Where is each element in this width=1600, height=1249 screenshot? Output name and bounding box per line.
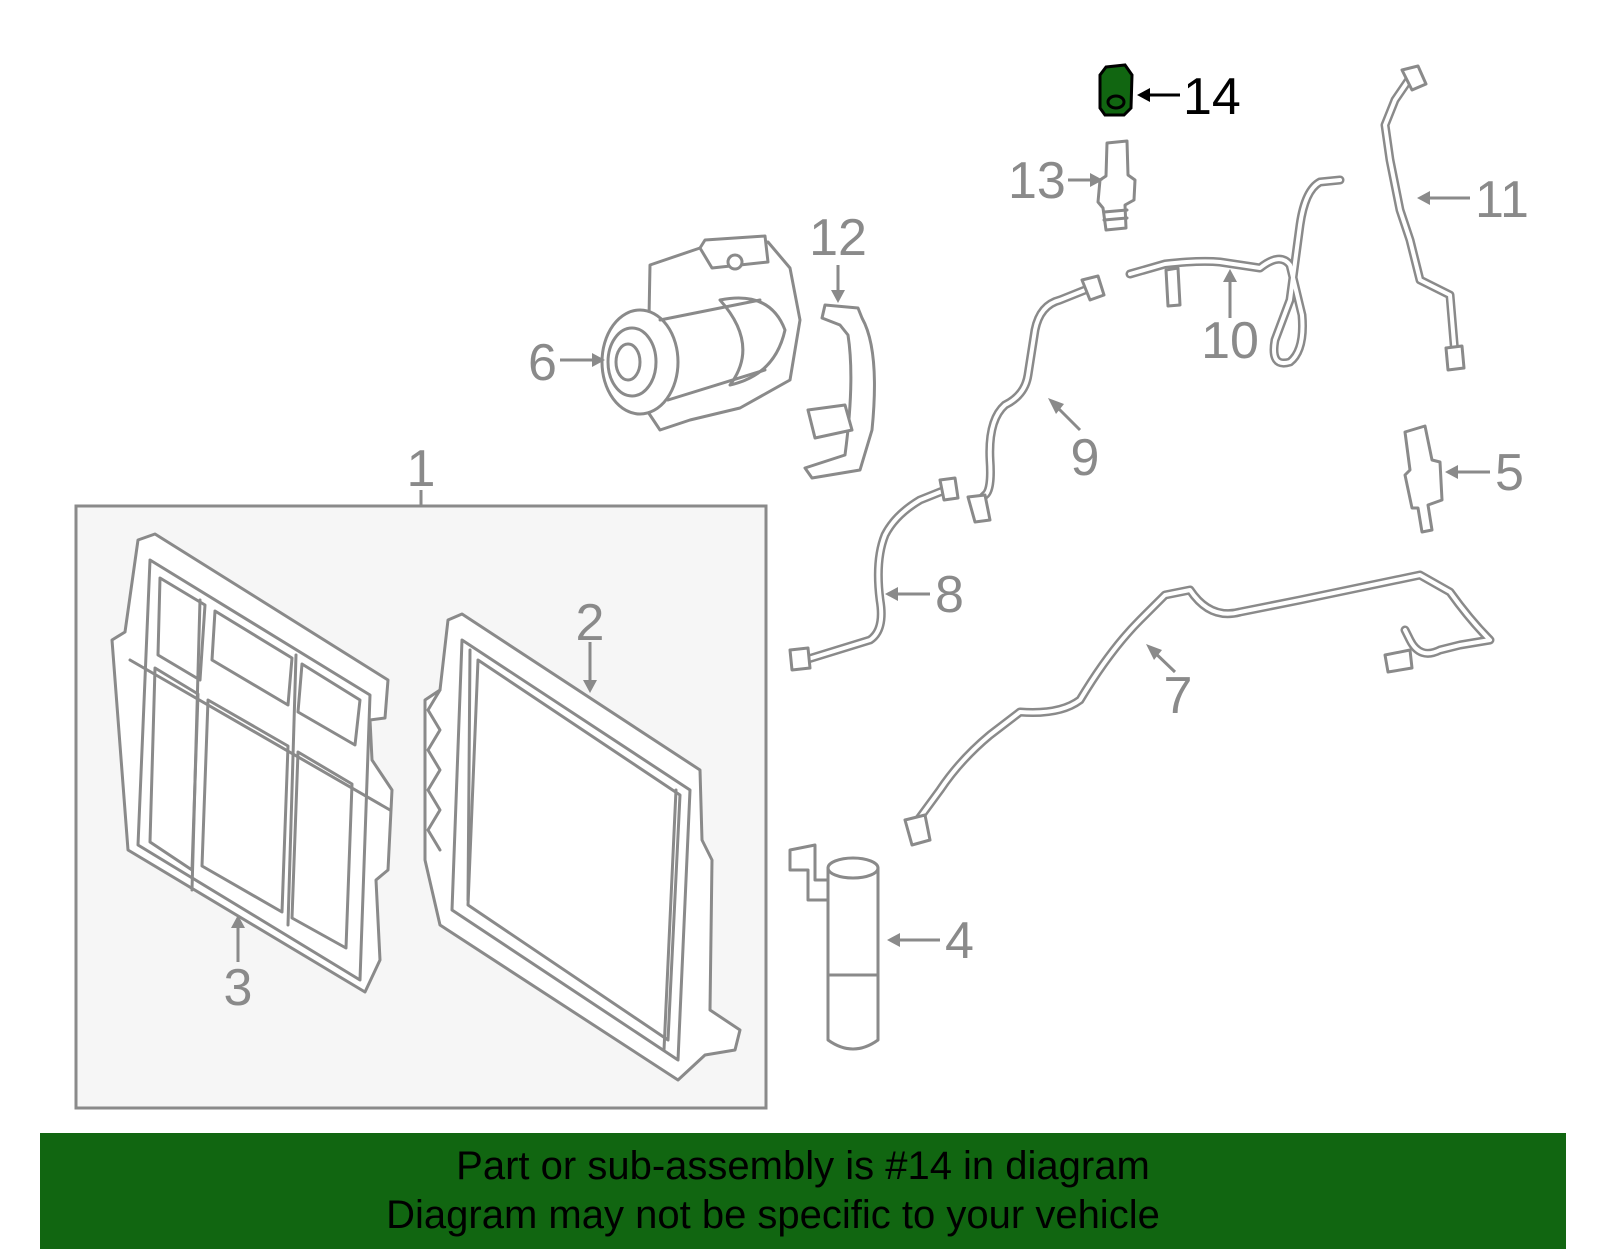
callout-14: 14 [1183,68,1241,126]
part-8-hose[interactable] [788,476,960,672]
part-7-line[interactable] [903,570,1495,847]
callout-1: 1 [407,440,436,498]
banner-line-disclaimer: Diagram may not be specific to your vehi… [386,1193,1160,1237]
callout-10: 10 [1201,312,1259,370]
part-6-compressor[interactable] [600,234,802,432]
banner-line-part-number: Part or sub-assembly is #14 in diagram [456,1144,1150,1188]
callout-5: 5 [1495,444,1524,502]
part-3-shroud[interactable] [110,532,394,994]
callout-12: 12 [809,209,867,267]
part-13-switch[interactable] [1096,139,1137,232]
callout-labels: 1 2 3 4 5 6 7 8 9 10 11 12 13 14 [224,68,1529,1017]
callout-3: 3 [224,959,253,1017]
part-11-line[interactable] [1380,64,1466,372]
part-14-cap[interactable] [1098,63,1134,117]
part-9-hose[interactable] [966,274,1106,524]
part-4-receiver-drier[interactable] [788,843,880,1051]
part-12-bracket[interactable] [803,303,876,480]
part-10-line[interactable] [1125,175,1345,368]
callout-4: 4 [945,912,974,970]
part-2-condenser[interactable] [423,612,742,1082]
info-banner: Part or sub-assembly is #14 in diagram D… [40,1133,1566,1249]
callout-11: 11 [1475,171,1529,229]
callout-13: 13 [1008,152,1066,210]
callout-9: 9 [1071,429,1100,487]
part-5-sensor[interactable] [1403,424,1444,534]
leader-lines [231,88,1490,962]
callout-6: 6 [528,334,557,392]
callout-7: 7 [1164,667,1193,725]
callout-2: 2 [576,594,605,652]
callout-8: 8 [935,566,964,624]
